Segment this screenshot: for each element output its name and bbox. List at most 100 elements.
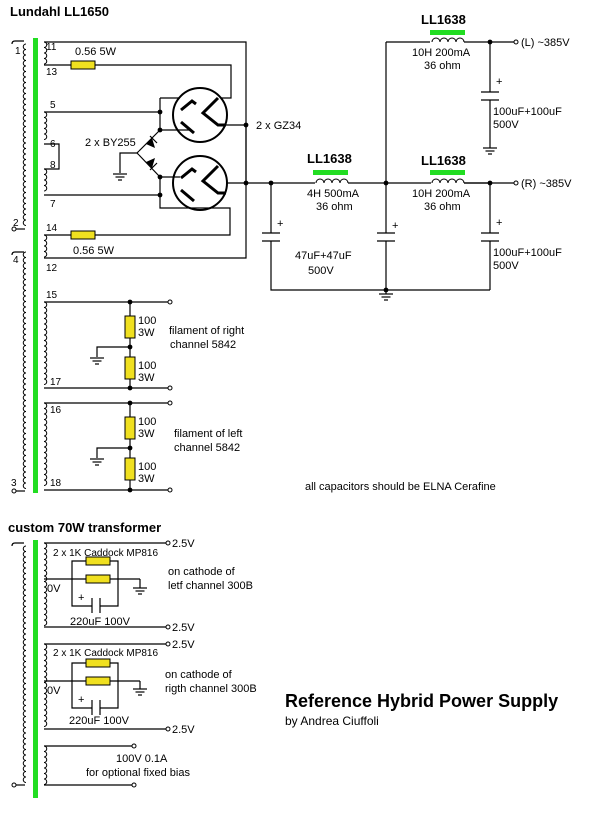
output-right-label: (R) ~385V [521,178,572,190]
diodes-label: 2 x BY255 [85,137,136,149]
choke-first-spec2: 36 ohm [316,201,353,213]
custom-transformer-title: custom 70W transformer [8,520,161,535]
winding-coil [43,234,48,258]
cathode-left-resistors-label: 2 x 1K Caddock MP816 [53,548,158,559]
cathode-right-terminal-bottom [165,726,171,732]
cathode-right-cap-label: 220uF 100V [69,715,130,727]
filament-left-label-1: filament of left [174,428,242,440]
choke-first-name: LL1638 [307,151,352,166]
choke-left-core [430,30,465,35]
cathode-left-resistor-1 [85,556,111,566]
choke-left-name: LL1638 [421,12,466,27]
choke-first-coil [315,178,349,184]
filament-right-r2-power: 3W [138,372,155,384]
pin-label-3: 3 [11,478,17,489]
filament-left-r1-value: 100 [138,416,156,428]
filament-right-resistor-1 [124,315,136,339]
cathode-left-top-voltage: 2.5V [172,538,195,550]
cathode-left-label-2: letf channel 300B [168,580,253,592]
choke-right-spec1: 10H 200mA [412,188,471,200]
author-credit: by Andrea Ciuffoli [285,714,379,728]
pin11-pin12-return-wire [44,41,247,259]
cathode-right-block: 2.5V 2 x 1K Caddock MP816 0V + 220uF 100… [44,639,257,736]
filament-right-label-1: filament of right [169,325,244,337]
main-transformer-title: Lundahl LL1650 [10,4,109,19]
cap-right-plus: + [496,217,502,229]
choke-first-core [313,170,348,175]
ground-icon [482,147,498,155]
cathode-right-label-1: on cathode of [165,669,233,681]
main-secondary-windings [43,41,48,486]
output-left-terminal [513,39,519,45]
pin-label-13: 13 [46,67,58,78]
pin-label-5: 5 [50,100,56,111]
filament-right-r1-value: 100 [138,315,156,327]
bias-terminal-top [131,743,137,749]
winding-coil [43,745,48,785]
winding-coil [22,43,27,226]
winding-coil [43,542,48,626]
rectifier-tube-upper [172,87,228,143]
cathode-left-resistor-2 [85,574,111,584]
choke-right-core [430,170,465,175]
cathode-right-bottom-voltage: 2.5V [172,724,195,736]
winding-coil [22,251,27,489]
cathode-right-resistor-1 [85,658,111,668]
cap-right-value: 100uF+100uF [493,247,562,259]
pin-label-2: 2 [13,218,19,229]
winding-coil [43,402,48,486]
pin-label-1: 1 [15,46,21,57]
choke-left-spec1: 10H 200mA [412,47,471,59]
filament-right-label-2: channel 5842 [170,339,236,351]
cathode-left-cap-plus: + [78,592,84,604]
winding-coil [43,168,48,192]
cathode-left-cap-label: 220uF 100V [70,616,131,628]
output-right-terminal [513,180,519,186]
filament-left-resistor-1 [124,416,136,440]
pin-label-16: 16 [50,405,62,416]
custom-primary-terminal [11,782,17,788]
choke-right-spec2: 36 ohm [424,201,461,213]
filament-left-terminal-top [167,400,173,406]
cathode-right-0v-label: 0V [47,685,61,697]
main-transformer-core [33,38,38,493]
winding-coil [22,545,27,783]
resistor-top-label: 0.56 5W [75,46,117,58]
capacitor-note: all capacitors should be ELNA Cerafine [305,481,496,493]
cathode-right-top-voltage: 2.5V [172,639,195,651]
bias-winding-block: 100V 0.1A for optional fixed bias [44,743,190,788]
pin3-terminal [11,488,17,494]
cap-left-voltage: 500V [493,119,519,131]
ground-icon [112,173,128,181]
cap-first-voltage: 500V [308,265,334,277]
main-primary-winding-lower [22,251,27,489]
pin4-lead [11,251,24,256]
filament-left-terminal-bottom [167,487,173,493]
bias-purpose-label: for optional fixed bias [86,767,190,779]
choke-left-coil [431,37,465,43]
ground-icon [89,458,105,466]
rectifier-tube-lower [172,155,228,211]
cap-mid-plus: + [392,220,398,232]
pin-label-11: 11 [46,42,57,53]
winding-coil [43,643,48,727]
ground-icon [132,688,148,696]
resistor-bottom-label: 0.56 5W [73,245,115,257]
cathode-right-terminal-top [165,641,171,647]
page-title: Reference Hybrid Power Supply [285,691,558,711]
cathode-left-block: 2.5V 2 x 1K Caddock MP816 0V + 220uF 100… [44,538,253,634]
diode-lower [138,154,161,178]
resistor-056-bottom [70,230,96,240]
bias-terminal-bottom [131,782,137,788]
winding-coil [43,41,48,65]
filament-right-terminal-bottom [167,385,173,391]
tubes-label: 2 x GZ34 [256,120,301,132]
filament-right-r1-power: 3W [138,327,155,339]
choke-first-spec1: 4H 500mA [307,188,360,200]
cap-left-value: 100uF+100uF [493,106,562,118]
resistor-056-top [70,60,96,70]
filament-right-r2-value: 100 [138,360,156,372]
cathode-left-bottom-voltage: 2.5V [172,622,195,634]
pin-label-15: 15 [46,290,58,301]
